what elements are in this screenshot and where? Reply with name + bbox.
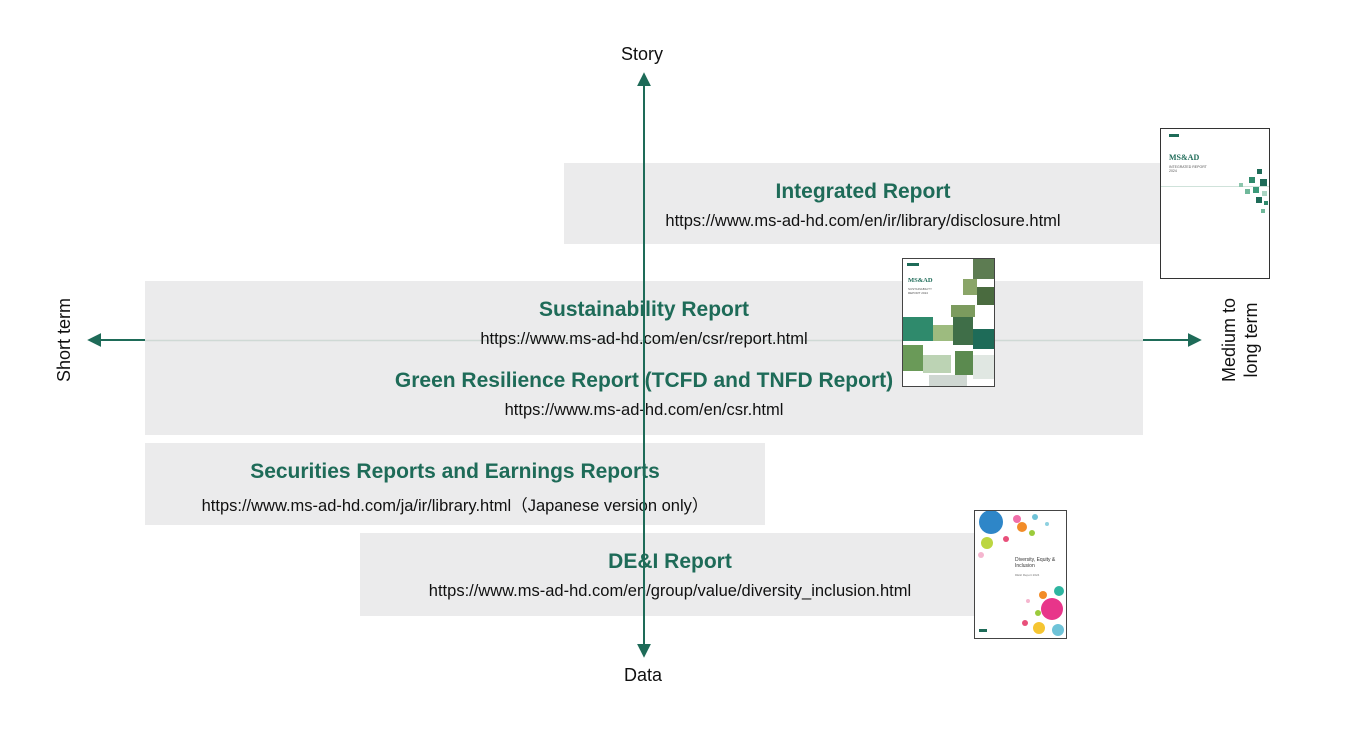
dei-cover-subtitle: DE&I Report 2024 [1015, 573, 1040, 577]
dei-report-title: DE&I Report [608, 550, 732, 573]
integrated-report-title: Integrated Report [775, 180, 951, 203]
integrated-report-link[interactable]: https://www.ms-ad-hd.com/en/ir/library/d… [665, 212, 1061, 230]
axis-label-medium-long-term: Medium to long term [1218, 285, 1262, 395]
sustainability-cover-brand: MS&AD [908, 277, 933, 284]
integrated-report-panel: Integrated Report https://www.ms-ad-hd.c… [564, 163, 1162, 244]
integrated-report-cover[interactable]: MS&AD INTEGRATED REPORT 2024 [1160, 128, 1270, 279]
axis-label-data: Data [624, 665, 663, 685]
securities-reports-panel: Securities Reports and Earnings Reports … [145, 443, 765, 525]
securities-reports-link[interactable]: https://www.ms-ad-hd.com/ja/ir/library.h… [201, 497, 709, 515]
axis-label-short-term: Short term [54, 297, 74, 383]
integrated-cover-subtitle: INTEGRATED REPORT 2024 [1169, 165, 1207, 173]
sustainability-cover-subtitle: SUSTAINABILITY REPORT 2024 [908, 287, 932, 295]
axis-label-story: Story [621, 44, 664, 64]
integrated-cover-brand: MS&AD [1169, 153, 1200, 162]
axis-label-medium-line: Medium to [1219, 297, 1239, 383]
dei-cover-heading: Diversity, Equity & Inclusion [1015, 557, 1056, 569]
vertical-axis-overlay [643, 163, 645, 617]
dei-report-cover[interactable]: Diversity, Equity & Inclusion DE&I Repor… [974, 510, 1067, 639]
sustainability-report-cover[interactable]: MS&AD SUSTAINABILITY REPORT 2024 [902, 258, 995, 387]
dei-report-link[interactable]: https://www.ms-ad-hd.com/en/group/value/… [428, 582, 912, 600]
dei-report-panel: DE&I Report https://www.ms-ad-hd.com/en/… [360, 533, 980, 616]
securities-reports-title: Securities Reports and Earnings Reports [250, 460, 660, 483]
dei-cover-circles [978, 511, 1064, 636]
axis-label-long-line: long term [1241, 302, 1261, 378]
